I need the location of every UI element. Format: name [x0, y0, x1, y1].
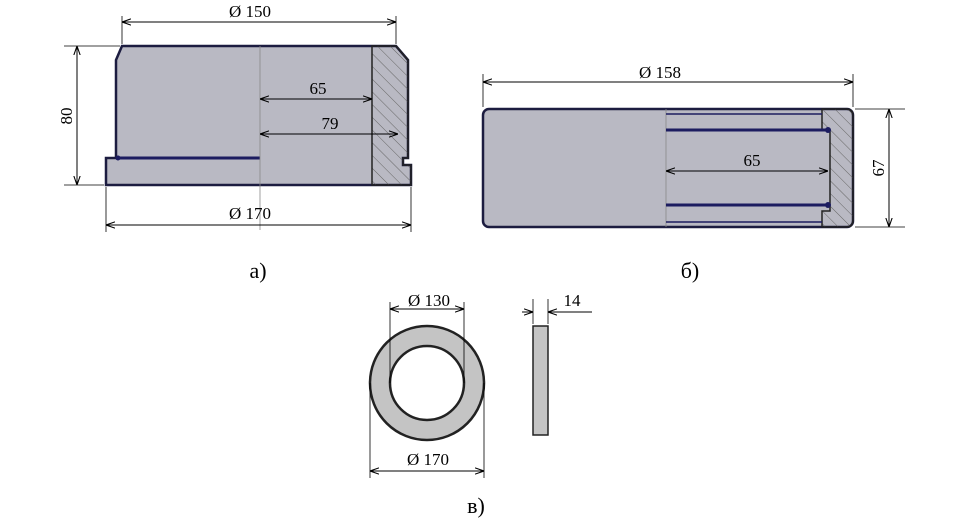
view-c-thickness-label: 14 [564, 291, 582, 310]
view-b-height-label: 67 [869, 159, 888, 177]
view-a-bottom-diameter-label: Ø 170 [229, 204, 271, 223]
view-c-outer-diameter-label: Ø 170 [407, 450, 449, 469]
view-a: Ø 150 Ø 170 80 65 79 а) [57, 2, 413, 283]
view-a-inner-1-label: 65 [310, 79, 327, 98]
view-b-inner-label: 65 [744, 151, 761, 170]
view-c-ring [368, 324, 486, 442]
view-b-caption: б) [681, 258, 700, 283]
view-a-height-label: 80 [57, 108, 76, 125]
view-b: Ø 158 65 67 б) [481, 63, 905, 283]
view-c-side-profile [532, 325, 549, 436]
view-c-caption: в) [467, 493, 485, 518]
view-a-top-diameter-label: Ø 150 [229, 2, 271, 21]
view-a-caption: а) [249, 258, 266, 283]
view-a-groove-end [115, 155, 121, 161]
view-c-inner-diameter-label: Ø 130 [408, 291, 450, 310]
view-b-body [481, 107, 855, 229]
view-a-body [104, 44, 413, 187]
view-b-diameter-label: Ø 158 [639, 63, 681, 82]
view-c: Ø 130 Ø 170 14 в) [368, 291, 592, 518]
view-a-inner-2-label: 79 [322, 114, 339, 133]
view-a-section [371, 45, 412, 186]
